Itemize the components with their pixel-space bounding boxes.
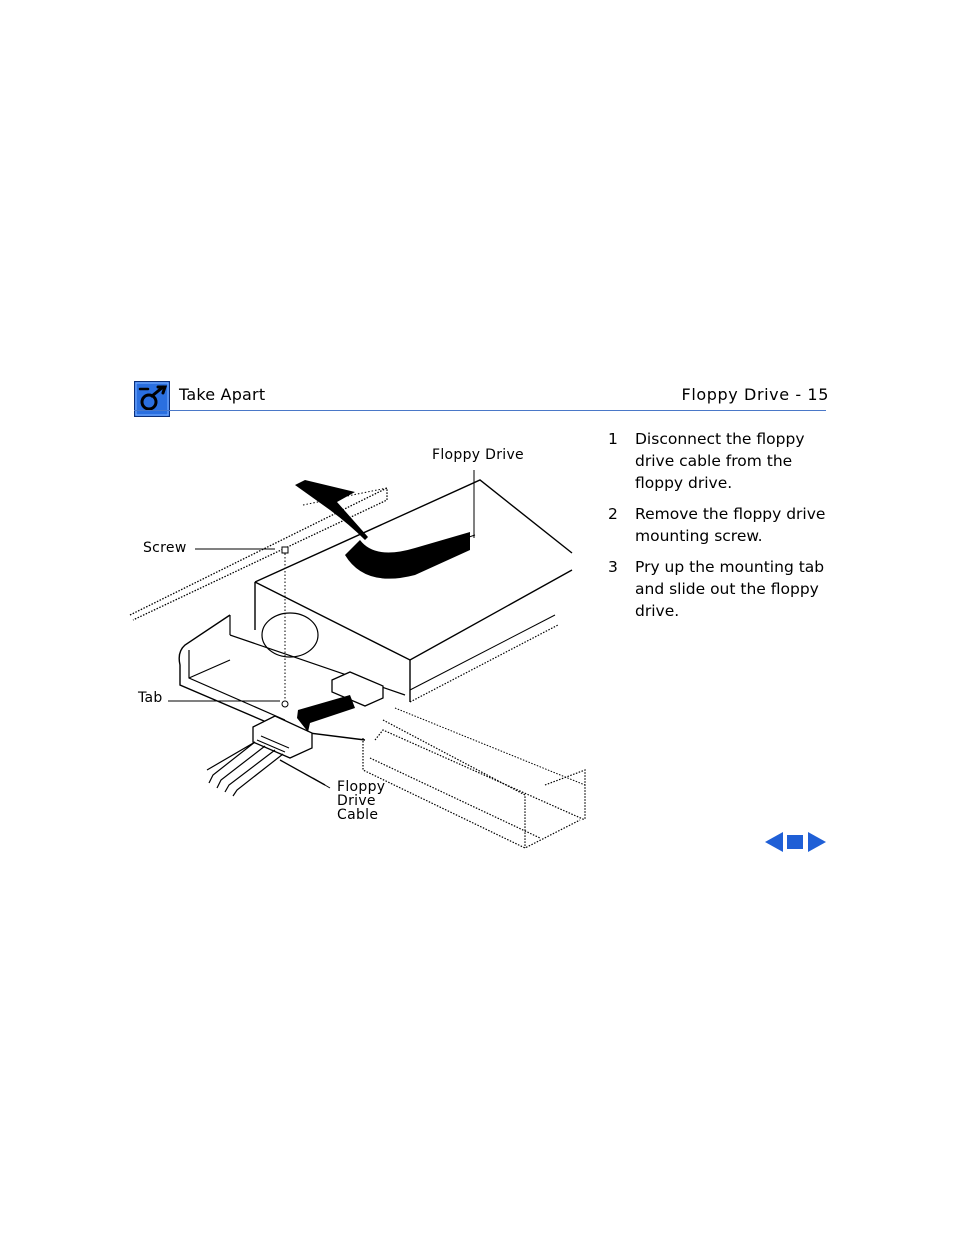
page-navigation [764, 830, 828, 854]
stop-icon[interactable] [787, 835, 803, 849]
tab-callout: Tab [138, 690, 163, 706]
section-title: Take Apart [179, 385, 266, 404]
previous-page-icon[interactable] [765, 832, 783, 852]
floppy-drive-removal-illustration: Floppy Drive Screw Tab Floppy Drive Cabl… [125, 440, 590, 855]
apple-tools-icon [134, 381, 170, 417]
step-text: Disconnect the floppy drive cable from t… [635, 430, 805, 492]
step-text: Pry up the mounting tab and slide out th… [635, 558, 825, 620]
step-number: 3 [608, 558, 618, 576]
floppy-drive-callout: Floppy Drive [432, 447, 524, 463]
step-item: 1 Disconnect the floppy drive cable from… [608, 428, 848, 494]
next-page-icon[interactable] [808, 832, 826, 852]
step-item: 3 Pry up the mounting tab and slide out … [608, 556, 848, 622]
instruction-steps: 1 Disconnect the floppy drive cable from… [608, 428, 848, 631]
step-number: 1 [608, 430, 618, 448]
floppy-drive-cable-callout: Floppy Drive Cable [337, 779, 386, 823]
step-text: Remove the floppy drive mounting screw. [635, 505, 826, 545]
step-item: 2 Remove the floppy drive mounting screw… [608, 503, 848, 547]
screw-callout: Screw [143, 540, 187, 556]
header-divider [134, 410, 826, 411]
step-number: 2 [608, 505, 618, 523]
page-title: Floppy Drive - 15 [681, 385, 829, 404]
